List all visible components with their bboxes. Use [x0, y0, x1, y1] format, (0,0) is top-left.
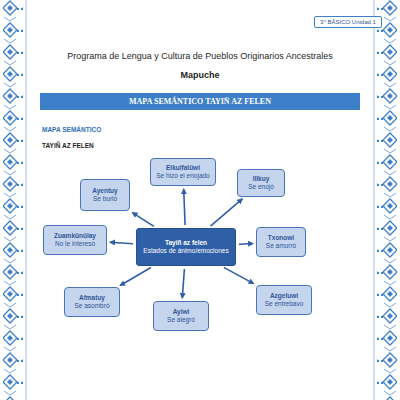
node-title: Afmatuy — [79, 294, 105, 302]
emotion-box: ZuamkünülayNo le interesó — [43, 225, 107, 255]
node-text: Se burló — [93, 195, 117, 203]
node-title: Elkulfalüwi — [166, 164, 200, 172]
node-title: 3° BÁSICO Unidad 1 — [320, 19, 376, 25]
node-title: Azgeluwi — [270, 292, 298, 300]
node-text: Se hizo el enojado — [156, 172, 210, 180]
emotion-box: IllkuySe enojó — [237, 169, 285, 197]
section-label: TAYIÑ AZ FELEN — [42, 142, 94, 149]
node-text: Se alegró — [167, 316, 195, 324]
page-title: Programa de Lengua y Cultura de Pueblos … — [40, 51, 360, 61]
node-text: No le interesó — [55, 240, 95, 248]
subtitle: Mapuche — [40, 70, 360, 80]
central-concept: Tayiñ az felenEstados de ánimo/emociones — [136, 228, 236, 266]
title-band: MAPA SEMÁNTICO TAYIÑ AZ FELEN — [40, 93, 360, 110]
arrow-connector — [132, 213, 154, 227]
emotion-box: AzgeluwiSe entrebavo — [256, 285, 312, 315]
node-text: Estados de ánimo/emociones — [143, 247, 228, 255]
left-ornament — [3, 0, 23, 400]
arrow-connector — [211, 199, 243, 226]
emotion-box: AyentuySe burló — [80, 179, 130, 211]
node-title: Tayiñ az felen — [165, 239, 207, 247]
emotion-box: TxonowiSe amurró — [256, 227, 306, 257]
arrow-connector — [224, 267, 254, 283]
node-title: Txonowi — [268, 234, 294, 242]
node-title: MAPA SEMÁNTICO TAYIÑ AZ FELEN — [129, 97, 271, 106]
arrow-connector — [239, 243, 253, 245]
node-text: Se enojó — [248, 183, 274, 191]
arrow-connector — [120, 268, 151, 286]
node-title: Zuamkünülay — [54, 232, 96, 240]
arrow-connector — [184, 189, 185, 225]
node-text: Se amurró — [266, 242, 296, 250]
node-title: Ayentuy — [92, 187, 117, 195]
node-title: Ayiwi — [173, 308, 190, 316]
emotion-box: AyiwiSe alegró — [153, 301, 209, 331]
node-text: Se entrebavo — [265, 300, 304, 308]
ornament-rule — [26, 0, 27, 400]
node-title: Illkuy — [253, 175, 270, 183]
right-ornament — [377, 0, 397, 400]
arrow-connector — [110, 242, 133, 244]
ornament-rule — [374, 0, 375, 400]
section-label: MAPA SEMÁNTICO — [42, 126, 101, 133]
node-text: Se asombró — [74, 302, 109, 310]
unit-tag: 3° BÁSICO Unidad 1 — [314, 16, 382, 28]
emotion-box: ElkulfalüwiSe hizo el enojado — [150, 158, 216, 186]
arrow-connector — [182, 269, 184, 298]
emotion-box: AfmatuySe asombró — [64, 287, 120, 317]
